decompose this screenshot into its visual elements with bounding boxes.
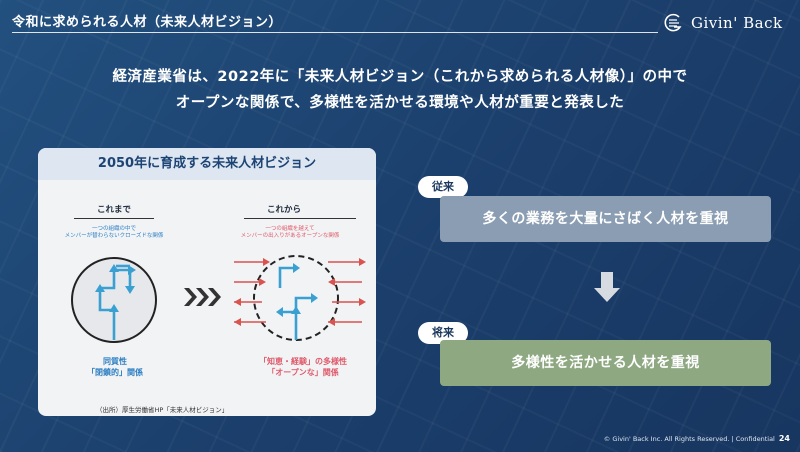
page-number: 24	[778, 434, 790, 443]
past-tag: 従来	[418, 176, 468, 198]
closed-circle	[71, 257, 157, 343]
givin-back-logo-icon	[664, 13, 682, 32]
vision-card-title: 2050年に育成する未来人材ビジョン	[38, 148, 376, 180]
footer: © Givin' Back Inc. All Rights Reserved. …	[604, 434, 790, 443]
closed-relationship-diagram	[71, 257, 157, 343]
headline-line-2: オープンな関係で、多様性を活かせる環境や人材が重要と発表した	[175, 95, 625, 111]
headline: 経済産業省は、2022年に「未来人材ビジョン（これから求められる人材像）」の中で…	[0, 64, 800, 116]
red-arrow-heads	[234, 258, 366, 326]
slide-title: 令和に求められる人材（未来人材ビジョン）	[12, 15, 283, 30]
down-arrow-icon	[594, 272, 620, 302]
open-blue-arrow-heads	[276, 263, 318, 317]
future-tag: 将来	[418, 322, 468, 344]
after-rule	[244, 218, 356, 219]
future-description-box: 多様性を活かせる人材を重視	[440, 340, 771, 386]
after-caption: 「知恵・経験」の多様性 「オープンな」関係	[259, 357, 347, 377]
before-label: これまで	[96, 205, 131, 215]
open-blue-arrow-path	[278, 266, 312, 340]
before-caption: 同質性 「閉鎖的」関係	[87, 357, 143, 377]
before-rule	[74, 218, 154, 219]
after-note: 一つの組織を越えて メンバーの出入りがあるオープンな関係	[240, 226, 340, 239]
open-relationship-diagram	[234, 255, 366, 341]
copyright-text: © Givin' Back Inc. All Rights Reserved. …	[603, 435, 775, 443]
header-divider	[12, 32, 658, 33]
logo-text: Givin' Back	[691, 14, 783, 32]
vision-card: 2050年に育成する未来人材ビジョン これまで 一つの組織の中で メンバーが替わ…	[38, 148, 376, 416]
brand-logo: Givin' Back	[663, 12, 783, 34]
transition-chevrons-icon	[184, 288, 221, 306]
source-note: （出所）厚生労働省HP「未来人材ビジョン」	[96, 406, 229, 414]
before-note: 一つの組織の中で メンバーが替わらないクローズドな関係	[64, 226, 164, 239]
past-description-box: 多くの業務を大量にさばく人材を重視	[440, 196, 771, 242]
blue-arrow-heads	[95, 264, 136, 312]
after-label: これから	[266, 205, 301, 215]
headline-line-1: 経済産業省は、2022年に「未来人材ビジョン（これから求められる人材像）」の中で	[112, 69, 688, 85]
